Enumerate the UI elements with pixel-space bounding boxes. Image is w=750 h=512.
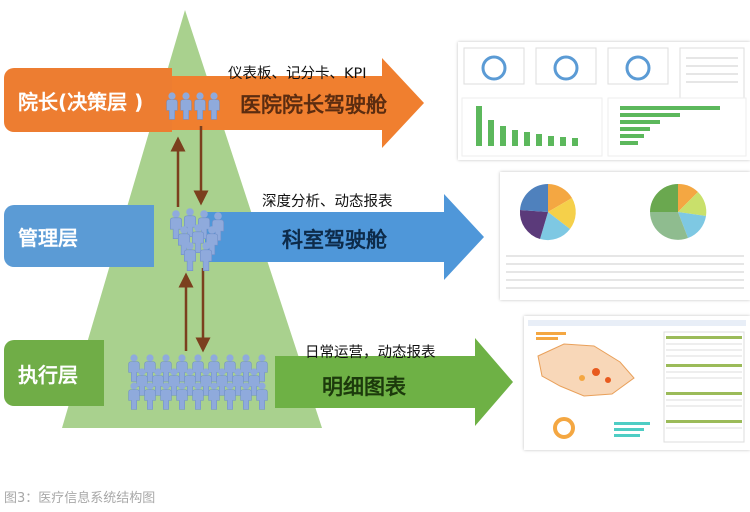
tier-description-director: 仪表板、记分卡、KPI	[228, 66, 367, 82]
person-icon	[166, 92, 178, 120]
arrow-title-director: 医院院长驾驶舱	[240, 93, 387, 117]
person-icon	[180, 92, 192, 120]
dashboard-thumbnail-director	[458, 42, 750, 160]
person-icon	[194, 92, 206, 120]
tier-description-management: 深度分析、动态报表	[262, 194, 393, 210]
arrow-title-execution: 明细图表	[322, 375, 406, 399]
dashboard-director-graphic	[461, 47, 747, 157]
tier-description-execution: 日常运营，动态报表	[305, 345, 436, 361]
arrow-title-management: 科室驾驶舱	[282, 228, 387, 252]
person-icon	[208, 92, 220, 120]
dashboard-execution-graphic	[528, 320, 746, 443]
dashboard-management-graphic	[506, 183, 744, 289]
dashboard-thumbnail-execution	[524, 316, 750, 450]
dashboard-thumbnail-management	[500, 172, 750, 300]
figure-caption: 图3：医疗信息系统结构图	[4, 491, 156, 506]
tier-label-management: 管理层	[4, 205, 154, 267]
tier-label-director: 院长(决策层 )	[4, 68, 172, 132]
tier-label-execution: 执行层	[4, 340, 104, 406]
